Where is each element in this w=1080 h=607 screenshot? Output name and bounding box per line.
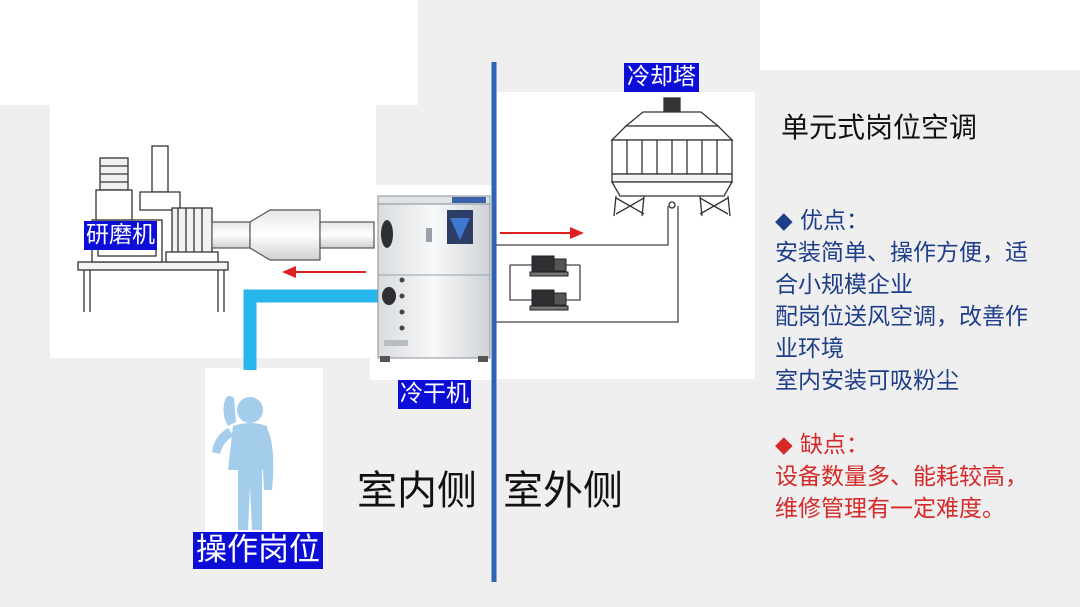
advantages-heading: ◆ 优点： — [775, 208, 869, 234]
pump-icon — [529, 255, 569, 311]
spacer — [775, 397, 1075, 429]
disadvantage-line: 维修管理有一定难度。 — [775, 496, 1005, 522]
advantage-line: 室内安装可吸粉尘 — [775, 368, 959, 394]
disadvantage-line: 设备数量多、能耗较高， — [775, 464, 1028, 490]
page-title: 单元式岗位空调 — [781, 111, 978, 144]
advantage-line: 安装简单、操作方便，适 — [775, 240, 1028, 266]
cooling-tower — [610, 97, 734, 217]
arrow-icon — [282, 227, 584, 278]
chiller-label: 冷干机 — [398, 380, 471, 409]
water-pipes — [495, 206, 679, 323]
cooling-tower-label: 冷却塔 — [624, 63, 699, 92]
exhaust-duct — [211, 209, 375, 261]
pros-cons-panel: ◆ 优点： 安装简单、操作方便，适 合小规模企业 配岗位送风空调，改善作 业环境… — [775, 205, 1075, 525]
top-right-panel — [760, 0, 1080, 70]
chiller-unit — [377, 195, 491, 362]
grinder-label: 研磨机 — [84, 221, 157, 250]
top-left-panel — [0, 0, 418, 105]
advantage-line: 配岗位送风空调，改善作 — [775, 304, 1028, 330]
advantage-line: 合小规模企业 — [775, 272, 913, 298]
operator-post-label: 操作岗位 — [193, 532, 323, 569]
indoor-caption: 室内侧 — [357, 468, 477, 514]
disadvantages-heading: ◆ 缺点： — [775, 432, 869, 458]
outdoor-caption: 室外侧 — [503, 468, 623, 514]
person-silhouette-icon — [212, 396, 274, 530]
advantage-line: 业环境 — [775, 336, 844, 362]
supply-air-duct — [243, 289, 384, 370]
